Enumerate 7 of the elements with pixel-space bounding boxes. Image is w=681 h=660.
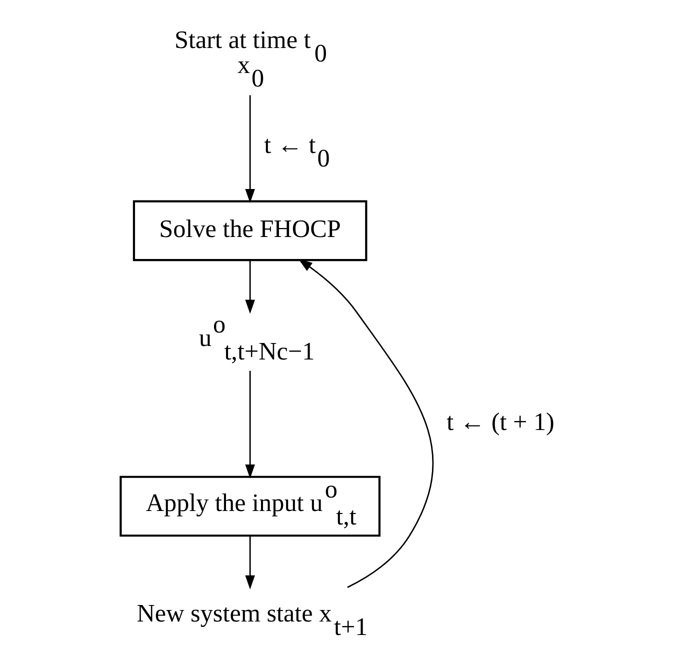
arrow [244,536,254,590]
arrow [244,370,254,478]
node-box: Solve the FHOCP [132,200,367,262]
arrow [244,260,254,314]
edge-label: t ← (t + 1) [446,408,554,436]
arrow [244,95,254,203]
arrow [298,258,433,588]
